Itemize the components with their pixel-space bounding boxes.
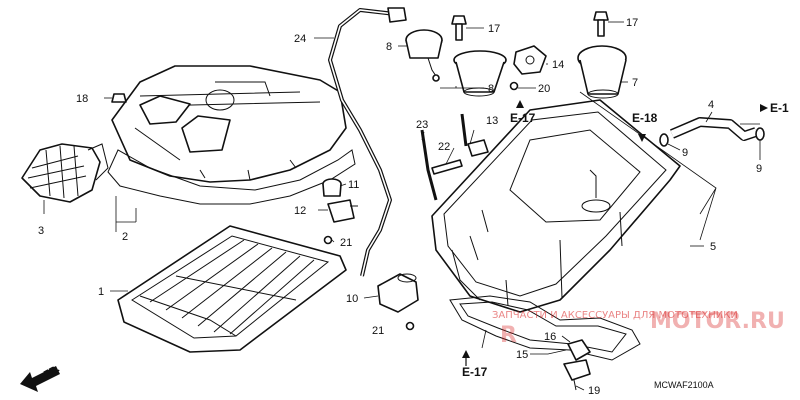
part-13-fitting <box>460 113 489 157</box>
ref-e-17-bottom: E-17 <box>462 365 488 379</box>
part-16-sensor <box>567 339 591 361</box>
callout-19: 19 <box>588 385 600 397</box>
part-21-bolt-b <box>405 321 415 331</box>
part-6-air-funnel <box>453 50 507 97</box>
part-17-bolt-a <box>451 15 467 41</box>
part-14-sensor <box>513 45 547 75</box>
callout-7: 7 <box>632 77 638 89</box>
part-24-breather-hose <box>328 7 407 277</box>
watermark-brand: MOTOR.RU <box>650 309 785 334</box>
part-2-air-cleaner-cover <box>111 65 347 183</box>
part-11-cap <box>322 178 342 197</box>
callout-14: 14 <box>552 59 564 71</box>
part-5-air-cleaner-case <box>431 99 681 313</box>
front-direction-arrow: FR. <box>20 363 62 392</box>
ref-arrow-e-17-top <box>516 100 524 108</box>
part-15-gasket <box>449 295 641 361</box>
ref-e-17-top: E-17 <box>510 111 536 125</box>
callout-9-a: 9 <box>682 147 688 159</box>
callout-1: 1 <box>98 286 104 298</box>
callout-12: 12 <box>294 205 306 217</box>
callout-9-b: 9 <box>756 163 762 175</box>
callout-11: 11 <box>348 179 359 191</box>
part-7-air-funnel <box>577 45 627 99</box>
callout-21-b: 21 <box>372 325 384 337</box>
watermark: ЗАПЧАСТИ И АКСЕССУАРЫ ДЛЯ МОТОТЕХНИКИ R … <box>492 309 785 348</box>
callout-20: 20 <box>538 83 550 95</box>
callout-18: 18 <box>76 93 88 105</box>
callout-5: 5 <box>710 241 716 253</box>
ref-arrow-e-17-bottom <box>462 350 470 358</box>
leader-lines <box>43 21 761 391</box>
callout-17-a: 17 <box>488 23 500 35</box>
ref-e-18: E-18 <box>632 111 658 125</box>
callout-17-b: 17 <box>626 17 638 29</box>
part-21-bolt-a <box>323 235 333 245</box>
callout-labels: 18 3 2 1 24 8 17 8 14 20 17 7 4 9 9 5 13… <box>38 17 762 397</box>
callout-21-a: 21 <box>340 237 352 249</box>
callout-22: 22 <box>438 141 450 153</box>
part-22-pipe <box>431 159 463 175</box>
part-12-switch <box>327 199 358 223</box>
part-8-valve <box>405 29 443 82</box>
ref-e-1: E-1 <box>770 101 789 115</box>
callout-6: 8 <box>488 83 494 95</box>
callout-15: 15 <box>516 349 528 361</box>
fr-arrow-icon <box>20 366 60 392</box>
ref-arrow-e-18 <box>638 134 646 142</box>
part-18-bolt <box>111 93 127 103</box>
callout-24: 24 <box>294 33 306 45</box>
part-1-air-filter <box>117 225 347 353</box>
callout-8: 8 <box>386 41 392 53</box>
callout-13: 13 <box>486 115 498 127</box>
callout-23: 23 <box>416 119 428 131</box>
diagram-code: MCWAF2100A <box>654 380 714 390</box>
part-23-tube <box>420 129 438 201</box>
fr-label: FR. <box>42 363 62 380</box>
callout-3: 3 <box>38 225 44 237</box>
part-17-bolt-b <box>593 11 609 37</box>
callout-2: 2 <box>122 231 128 243</box>
watermark-brand-prefix: R <box>500 323 517 348</box>
assembly-outline <box>579 91 717 241</box>
part-4-hose <box>670 117 758 141</box>
watermark-tagline: ЗАПЧАСТИ И АКСЕССУАРЫ ДЛЯ МОТОТЕХНИКИ <box>492 310 738 321</box>
part-19-bracket <box>563 359 591 391</box>
part-2-gasket <box>107 149 356 205</box>
callout-10: 10 <box>346 293 358 305</box>
ref-arrow-e-1 <box>760 104 768 112</box>
part-3-connector <box>21 143 109 203</box>
reference-labels: E-17 E-18 E-1 E-17 <box>462 100 789 379</box>
part-10-filter <box>377 273 419 313</box>
callout-16: 16 <box>544 331 556 343</box>
callout-4: 4 <box>708 99 714 111</box>
part-20-bolt <box>509 81 519 91</box>
